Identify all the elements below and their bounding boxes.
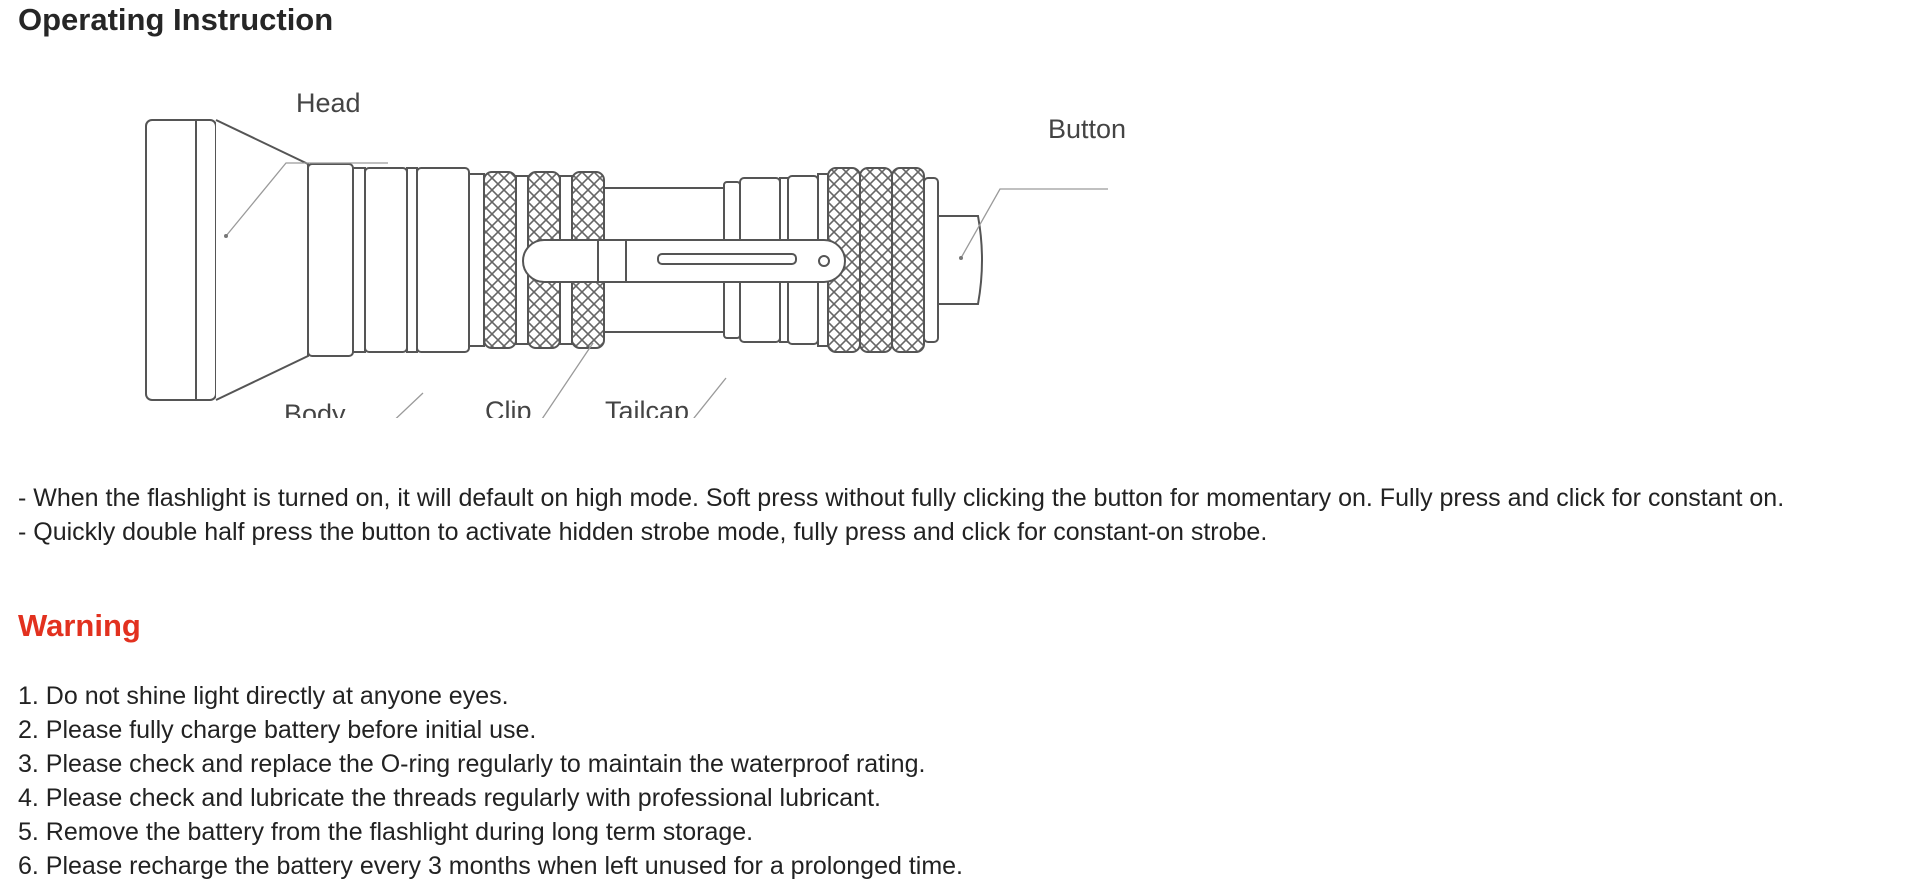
body-knurl-ring (483, 171, 517, 349)
warning-item: 2. Please fully charge battery before in… (18, 716, 537, 744)
body-label: Body (284, 399, 346, 418)
flashlight-diagram: Head Button Body Clip Tailcap (145, 88, 1126, 418)
clip-leader (541, 342, 594, 418)
head-cone (215, 119, 309, 401)
clip-label: Clip (485, 396, 532, 418)
instruction-item: - When the flashlight is turned on, it w… (18, 484, 1785, 512)
tailcap-leader (693, 377, 727, 418)
head-bezel (145, 119, 217, 401)
warning-item: 6. Please recharge the battery every 3 m… (18, 852, 963, 880)
tailcap-knurl-ring (859, 167, 893, 353)
tailcap-label: Tailcap (605, 396, 689, 418)
instruction-item: - Quickly double half press the button t… (18, 518, 1268, 546)
warning-list: 1. Do not shine light directly at anyone… (18, 679, 963, 883)
tailcap-knurl-ring (891, 167, 925, 353)
warning-item: 3. Please check and replace the O-ring r… (18, 750, 926, 778)
instruction-list: - When the flashlight is turned on, it w… (18, 481, 1784, 549)
warning-item: 4. Please check and lubricate the thread… (18, 784, 881, 812)
head-label: Head (296, 88, 361, 118)
button-label: Button (1048, 114, 1126, 144)
head-leader (225, 162, 388, 237)
page-title: Operating Instruction (18, 2, 334, 37)
button-leader (960, 188, 1108, 259)
warning-item: 5. Remove the battery from the flashligh… (18, 818, 754, 846)
button-cap (937, 215, 983, 305)
warning-title: Warning (18, 608, 141, 643)
warning-item: 1. Do not shine light directly at anyone… (18, 682, 509, 710)
body-leader (395, 392, 424, 418)
